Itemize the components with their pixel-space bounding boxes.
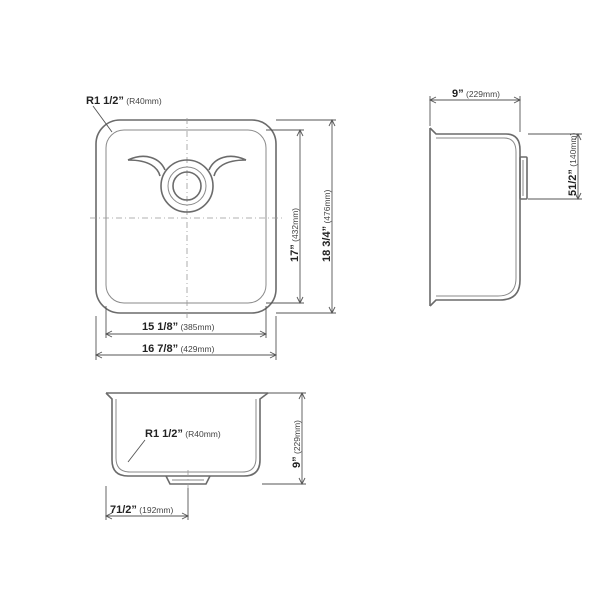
top-view-inner-width-label: 15 1/8” (385mm)	[142, 321, 215, 333]
front-view-radius-leader	[127, 439, 146, 463]
top-view-inner-width-dimension	[104, 306, 268, 338]
front-view-depth-dimension	[262, 391, 306, 486]
top-view-outer-height-label: 18 3/4” (476mm)	[321, 189, 333, 262]
top-view-outer-width-label: 16 7/8” (429mm)	[142, 343, 215, 355]
top-view-radius-label: R1 1/2” (R40mm)	[86, 95, 162, 107]
front-view-bowl-profile	[105, 392, 269, 477]
front-view-radius-label: R1 1/2” (R40mm)	[145, 428, 221, 440]
top-view-inner-height-dimension	[266, 128, 304, 305]
top-view-rim-outer	[95, 119, 277, 314]
side-view-drain-height-dimension	[528, 132, 582, 201]
top-view-outer-height-dimension	[276, 118, 336, 315]
side-view-width-label: 9” (229mm)	[452, 88, 500, 100]
top-view-drain-icon	[127, 155, 247, 213]
top-view: R1 1/2” (R40mm) 17” (432mm) 18 3/4” (476…	[86, 95, 336, 360]
front-view-drain-offset-label: 71/2” (192mm)	[110, 504, 173, 516]
side-view-drain-height-label: 51/2” (140mm)	[567, 133, 579, 196]
top-view-outer-width-dimension	[94, 316, 278, 360]
front-view-drain-offset-dimension	[104, 486, 190, 520]
side-view: 9” (229mm) 51/2” (140mm)	[428, 88, 582, 307]
front-view: R1 1/2” (R40mm) 9” (229mm) 71/2” (192mm)	[104, 391, 306, 520]
top-view-bowl-inner	[105, 129, 267, 304]
front-view-depth-label: 9” (229mm)	[291, 420, 303, 468]
side-view-width-dimension	[428, 96, 522, 132]
side-view-bowl-profile	[429, 127, 521, 307]
side-view-drain-icon	[519, 156, 528, 200]
top-view-radius-leader	[92, 105, 113, 133]
top-view-inner-height-label: 17” (432mm)	[289, 208, 301, 262]
